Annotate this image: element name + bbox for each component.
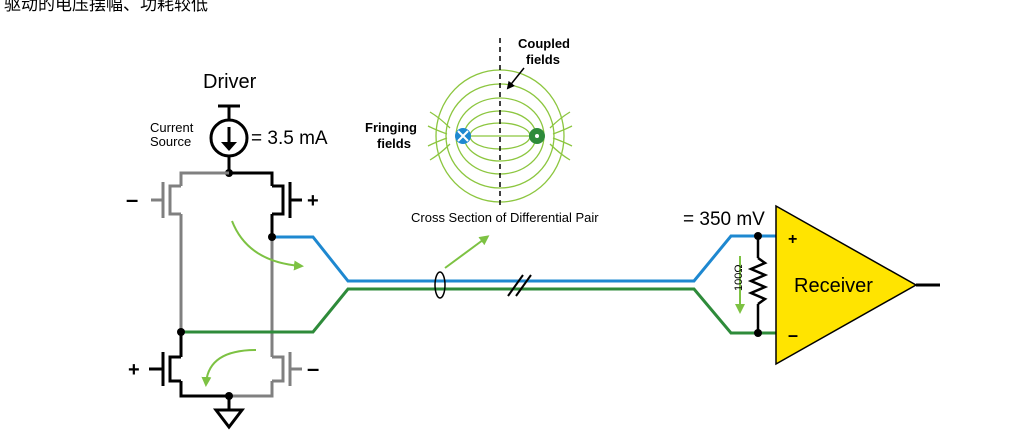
junction-trace-pos (268, 233, 276, 241)
gate-plus-top-right: + (307, 190, 319, 212)
current-arrow-top (231, 220, 304, 271)
cross-section-pointer (444, 235, 490, 269)
current-source-icon (209, 118, 249, 158)
receiver-amplifier-icon (775, 204, 918, 366)
cross-section-caption: Cross Section of Differential Pair (411, 210, 599, 225)
gate-minus-bottom-right: – (307, 356, 319, 381)
driver-bridge-grey (179, 171, 274, 398)
current-arrow-bottom (201, 349, 257, 387)
gate-plus-bottom-left: + (128, 359, 140, 381)
fringing-fields-label-line2: fields (377, 136, 411, 151)
coupled-fields-label-line2: fields (526, 52, 560, 67)
line-break-icon (507, 274, 532, 297)
driver-bridge-black (179, 171, 274, 398)
supply-rail-icon (218, 104, 240, 120)
junction-receiver-neg (754, 329, 762, 337)
trace-positive (272, 234, 776, 283)
fringing-fields-label-line1: Fringing (365, 120, 417, 135)
coupled-fields-pointer (506, 67, 525, 90)
transistor-top-left-icon (151, 182, 181, 218)
receiver-voltage: = 350 mV (683, 209, 765, 230)
resistor-value: 100Ω (733, 264, 745, 291)
conductor-into-page-icon (455, 128, 471, 144)
termination-resistor-icon (747, 236, 769, 333)
current-value: = 3.5 mA (251, 128, 328, 149)
driver-title: Driver (203, 71, 257, 93)
conductor-out-of-page-icon (529, 128, 545, 144)
gate-minus-top-left: – (126, 187, 138, 212)
transistor-bottom-right-icon (272, 352, 302, 386)
current-source-label-line2: Source (150, 134, 191, 149)
junction-receiver-pos (754, 232, 762, 240)
current-source-label-line1: Current (150, 120, 194, 135)
junction-trace-neg (177, 328, 185, 336)
pair-cross-section-marker (434, 271, 446, 299)
trace-negative (181, 287, 776, 335)
transistor-bottom-left-icon (149, 352, 181, 386)
receiver-label: Receiver (794, 275, 873, 297)
transistor-top-right-icon (272, 182, 302, 218)
receiver-minus: – (788, 325, 798, 345)
ground-icon (212, 396, 246, 430)
receiver-plus: + (788, 231, 797, 248)
header-text: 驱动的电压摆幅、功耗较低 (4, 0, 208, 14)
coupled-fields-label-line1: Coupled (518, 36, 570, 51)
